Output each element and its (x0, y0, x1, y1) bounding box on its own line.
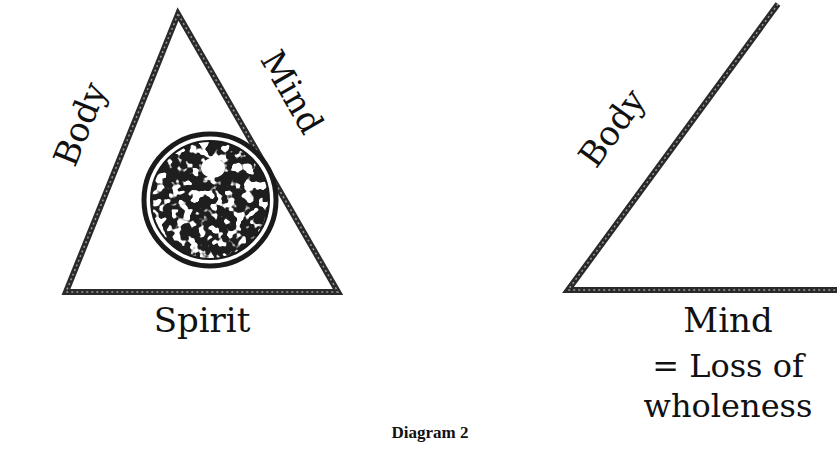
note-text: = Loss of wholeness (622, 346, 834, 426)
figure-caption: Diagram 2 (392, 422, 469, 443)
circle-highlight (201, 158, 225, 178)
side-label: Mind (683, 299, 772, 342)
side-label: Spirit (154, 299, 251, 342)
circle-ring (144, 134, 276, 266)
triangle-texture (66, 14, 338, 292)
broken-angle (568, 4, 837, 290)
circle-speckle (152, 142, 268, 258)
side-label: Body (44, 76, 116, 172)
broken-angle-texture (568, 4, 837, 290)
circle-core (151, 141, 269, 259)
side-label: Body (569, 81, 654, 176)
side-label: Mind (251, 43, 332, 142)
triangle-outline (66, 14, 338, 292)
